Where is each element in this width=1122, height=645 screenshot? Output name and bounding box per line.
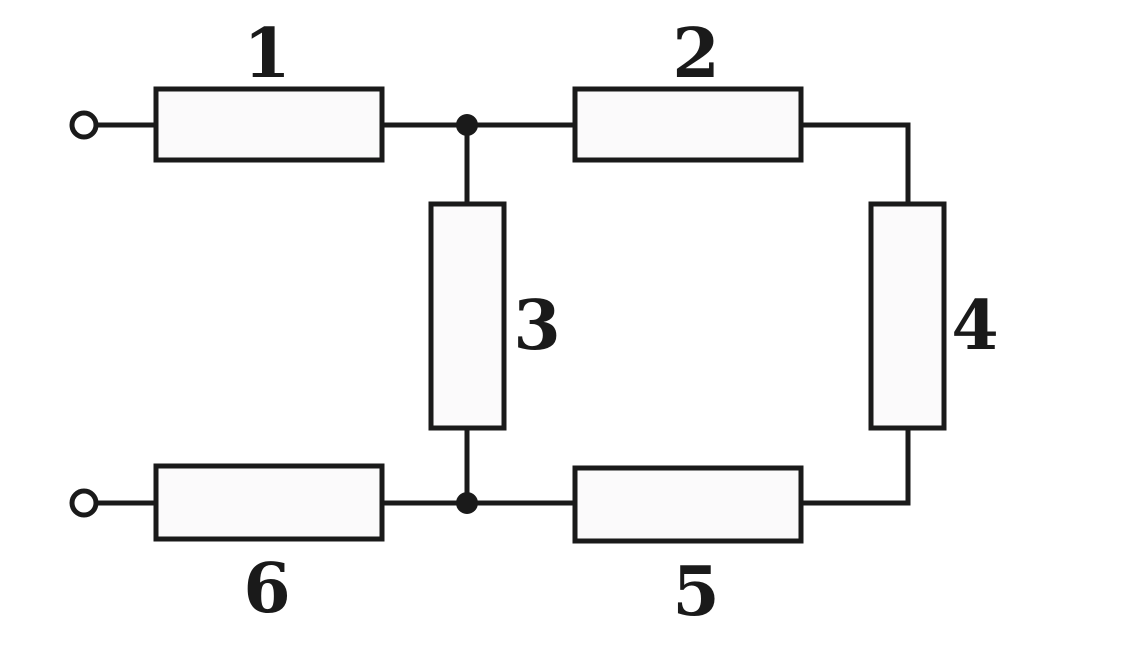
resistor-label-3: 3 — [513, 286, 560, 366]
input-terminal-top — [69, 110, 99, 140]
resistor-label-5: 5 — [672, 552, 719, 632]
resistor-label-1: 1 — [243, 14, 290, 94]
wire-bottom-right-corner — [798, 425, 911, 506]
input-terminal-bottom — [69, 488, 99, 518]
resistor-1 — [153, 86, 385, 163]
resistor-4 — [868, 201, 947, 431]
resistor-3 — [428, 201, 507, 431]
resistor-label-4: 4 — [951, 286, 998, 366]
junction-node-bottom — [456, 492, 478, 514]
resistor-label-2: 2 — [672, 14, 719, 94]
resistor-6 — [153, 463, 385, 542]
resistor-label-6: 6 — [243, 549, 290, 629]
resistor-5 — [572, 465, 804, 544]
junction-node-top — [456, 114, 478, 136]
wire-top-right-corner — [798, 122, 911, 207]
resistor-2 — [572, 86, 804, 163]
wires — [93, 122, 911, 506]
